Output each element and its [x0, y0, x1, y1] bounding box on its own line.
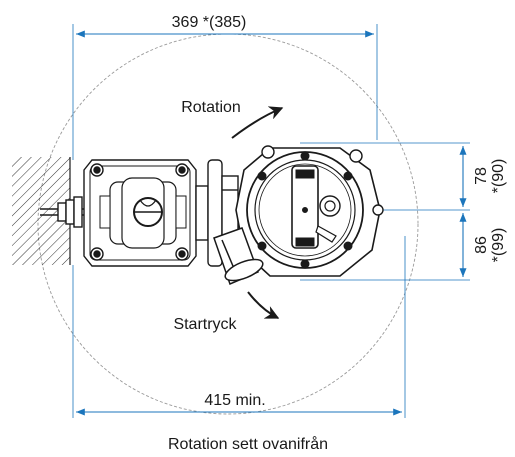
rotation-label: Rotation	[181, 99, 241, 116]
top-width-dimension: 369 *(385)	[72, 14, 378, 160]
rotation-arrow: Rotation	[181, 99, 284, 139]
upper-height-alt-label: *(90)	[490, 159, 507, 194]
start-push-handle	[213, 227, 264, 286]
lower-height-label: 86	[473, 236, 490, 254]
bottom-width-label: 415 min.	[204, 392, 265, 409]
lower-height-alt-label: *(99)	[490, 228, 507, 263]
start-push-arrow: Startryck	[173, 291, 280, 333]
start-push-label: Startryck	[173, 316, 237, 333]
upper-height-label: 78	[473, 167, 490, 185]
actuator-head	[235, 145, 384, 277]
bottom-width-dimension: 415 min.	[72, 236, 406, 418]
valve-body	[40, 159, 209, 267]
figure-caption: Rotation sett ovanifrån	[168, 435, 328, 453]
top-width-label: 369 *(385)	[172, 14, 247, 31]
